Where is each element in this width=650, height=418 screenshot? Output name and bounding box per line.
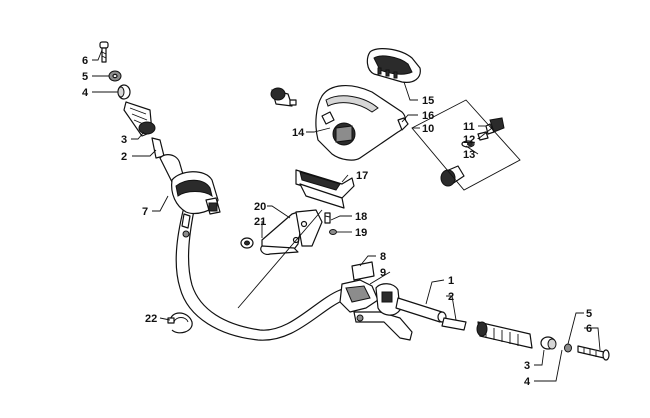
callout-4-right: 4 [524,376,531,388]
right-bolt-6[interactable] [577,345,610,361]
nut-21[interactable] [240,237,254,249]
callout-6-left: 6 [82,55,88,67]
bezel-17[interactable] [295,169,355,209]
left-bolt-6[interactable] [99,41,109,63]
bracket-20[interactable] [260,209,323,255]
left-throttle-housing-7[interactable] [159,154,221,238]
callout-labels: 6 5 4 3 2 7 22 20 21 14 17 18 19 15 16 1… [82,55,592,388]
callout-3-right: 3 [524,360,530,372]
callout-4-left: 4 [82,87,89,99]
callout-18: 18 [355,211,367,223]
callout-5-left: 5 [82,71,88,83]
washer-19[interactable] [329,229,337,235]
callout-1: 1 [448,275,454,287]
decal-8[interactable] [351,261,375,281]
gauge-15[interactable] [366,48,421,83]
callout-6-right: 6 [586,323,592,335]
callout-3-left: 3 [121,134,127,146]
callout-16: 16 [422,110,434,122]
callout-13: 13 [463,149,475,161]
sleeve-2-right[interactable] [441,317,467,331]
left-end-cap-4[interactable] [117,84,131,100]
clamp-22[interactable] [167,312,193,334]
callout-14: 14 [292,127,305,139]
callout-15: 15 [422,95,434,107]
right-end-cap-4[interactable] [540,336,557,350]
callout-22: 22 [145,313,157,325]
callout-11: 11 [463,121,475,133]
brake-lever-assembly-9[interactable] [339,279,413,341]
callout-5-right: 5 [586,308,592,320]
pod-housing-16[interactable] [315,85,409,161]
screw-18[interactable] [324,212,331,224]
left-sleeve-2[interactable] [151,137,165,159]
callout-2-left: 2 [121,151,127,163]
callout-7: 7 [142,206,148,218]
right-washer-5[interactable] [564,343,572,353]
callout-9: 9 [380,267,386,279]
key-12[interactable] [477,131,489,141]
right-grip-3[interactable] [476,321,533,349]
knob-14[interactable] [270,87,297,107]
callout-17: 17 [356,170,368,182]
leader-lines [92,49,601,382]
callout-21: 21 [254,216,266,228]
callout-10: 10 [422,123,434,135]
left-grip-3[interactable] [123,101,156,137]
callout-19: 19 [355,227,367,239]
callout-12: 12 [463,134,475,146]
throttle-tube-1[interactable] [395,297,447,323]
ignition-switch-10[interactable] [440,165,465,187]
callout-20: 20 [254,201,266,213]
callout-2-right: 2 [448,291,454,303]
callout-8: 8 [380,251,386,263]
left-washer-5[interactable] [108,70,122,82]
